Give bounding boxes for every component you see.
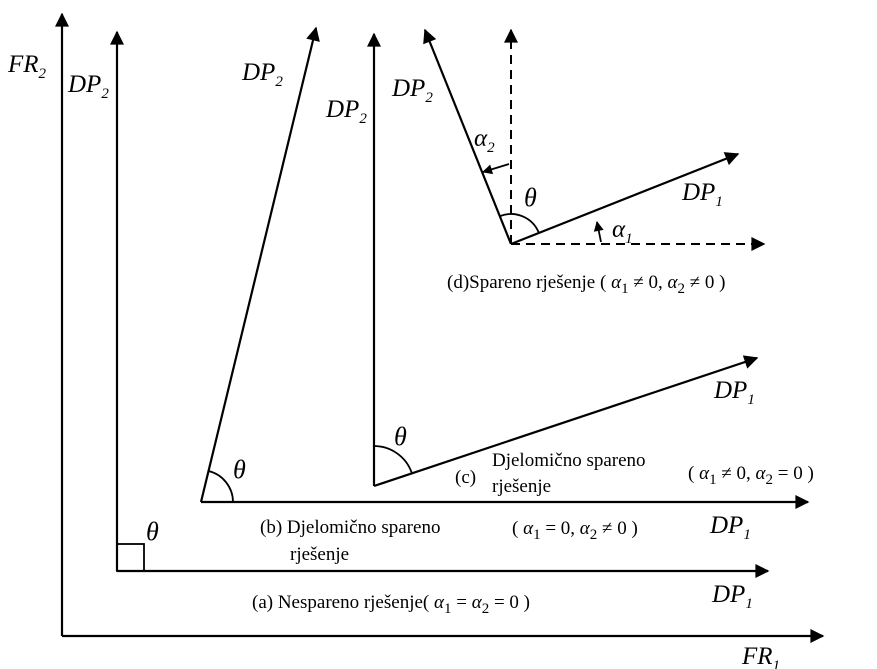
panel-b-partially-coupled: θ DP2 DP1 (b) Djelomično spareno rješenj… — [199, 26, 810, 565]
alpha1-label: α1 — [612, 216, 633, 247]
caption-d: (d)Spareno rješenje ( α1 ≠ 0, α2 ≠ 0 ) — [447, 272, 726, 297]
dp2-arrow-d — [423, 28, 513, 245]
panel-c-partially-coupled: θ DP2 DP1 (c) Djelomično spareno rješenj… — [325, 32, 814, 497]
theta-label-b: θ — [233, 455, 246, 484]
dp2-label-c: DP2 — [325, 96, 367, 127]
dp2-label-b: DP2 — [241, 59, 283, 90]
alpha1-angle-arrow — [593, 221, 604, 243]
caption-a: (a) Nespareno rješenje( α1 = α2 = 0 ) — [252, 592, 530, 617]
dp1-label-a: DP1 — [711, 581, 753, 612]
fr2-label: FR2 — [7, 51, 47, 82]
dp1-label-d: DP1 — [681, 179, 723, 210]
angle-arc-d — [499, 213, 540, 234]
dp2-arrow-b — [199, 26, 320, 503]
panel-d-coupled: θ α2 α1 DP2 DP1 (d)Spareno rješenje ( α1… — [391, 28, 766, 297]
dp1-label-c: DP1 — [713, 377, 755, 408]
alpha2-angle-arrow — [482, 163, 510, 175]
theta-label-d: θ — [524, 183, 537, 212]
caption-b-line2: rješenje — [290, 544, 349, 565]
dp2-label-a: DP2 — [67, 71, 109, 102]
dp1-arrow-d — [510, 152, 740, 246]
panel-a-uncoupled: θ DP2 DP1 (a) Nespareno rješenje( α1 = α… — [67, 30, 770, 617]
caption-c-line2: rješenje — [492, 476, 551, 497]
dp2-label-d: DP2 — [391, 75, 433, 106]
dp1-label-b: DP1 — [709, 512, 751, 543]
fr1-label: FR1 — [741, 643, 780, 669]
caption-c-line1-tag: (c) — [455, 467, 476, 488]
right-angle-marker-a — [116, 543, 145, 572]
theta-label-a: θ — [146, 517, 159, 546]
caption-b-line1: (b) Djelomično spareno — [260, 517, 440, 538]
caption-b-condition: ( α1 = 0, α2 ≠ 0 ) — [512, 518, 638, 543]
caption-c-line1: Djelomično spareno — [492, 450, 646, 471]
alpha2-label: α2 — [474, 125, 495, 156]
angle-arc-b — [208, 470, 234, 503]
dp1-arrow-c — [373, 355, 759, 488]
theta-label-c: θ — [394, 422, 407, 451]
caption-c-condition: ( α1 ≠ 0, α2 = 0 ) — [688, 463, 814, 488]
angle-arc-c — [373, 445, 413, 474]
